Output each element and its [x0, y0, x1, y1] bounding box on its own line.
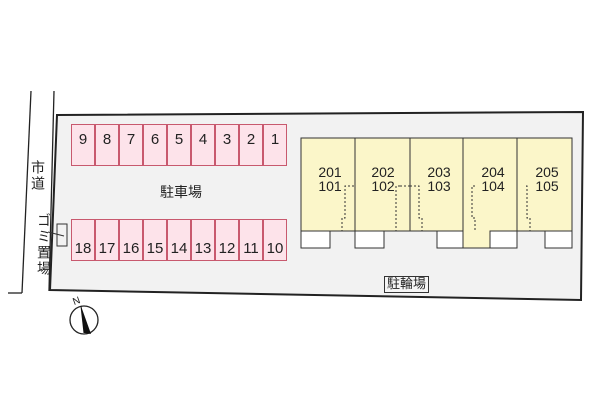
road-edge-line — [21, 90, 32, 294]
unit-205-105: 205 105 — [522, 165, 572, 193]
parking-space: 2 — [239, 124, 263, 166]
compass-icon — [69, 305, 99, 335]
unit-upper-number: 201 — [318, 164, 342, 180]
unit-lower-number: 101 — [318, 178, 342, 194]
parking-space: 9 — [71, 124, 95, 166]
parking-space: 14 — [167, 219, 191, 261]
garbage-area-label: ゴミ置場 — [35, 213, 51, 277]
parking-label: 駐車場 — [160, 185, 202, 201]
parking-space: 13 — [191, 219, 215, 261]
unit-202-102: 202 102 — [358, 165, 408, 193]
parking-space: 15 — [143, 219, 167, 261]
unit-lower-number: 102 — [371, 178, 395, 194]
parking-space: 5 — [167, 124, 191, 166]
unit-201-101: 201 101 — [305, 165, 355, 193]
unit-upper-number: 203 — [427, 164, 451, 180]
parking-space: 6 — [143, 124, 167, 166]
parking-space: 18 — [71, 219, 95, 261]
unit-lower-number: 105 — [535, 178, 559, 194]
bicycle-parking-label: 駐輪場 — [384, 276, 430, 293]
parking-space: 1 — [263, 124, 287, 166]
parking-space: 7 — [119, 124, 143, 166]
unit-lower-number: 104 — [481, 178, 505, 194]
parking-space: 10 — [263, 219, 287, 261]
unit-lower-number: 103 — [427, 178, 451, 194]
parking-space: 11 — [239, 219, 263, 261]
parking-space: 8 — [95, 124, 119, 166]
parking-space: 12 — [215, 219, 239, 261]
parking-space: 4 — [191, 124, 215, 166]
road-label: 市道 — [29, 160, 45, 192]
parking-space: 3 — [215, 124, 239, 166]
unit-upper-number: 205 — [535, 164, 559, 180]
parking-space: 16 — [119, 219, 143, 261]
parking-space: 17 — [95, 219, 119, 261]
unit-upper-number: 204 — [481, 164, 505, 180]
unit-203-103: 203 103 — [414, 165, 464, 193]
unit-upper-number: 202 — [371, 164, 395, 180]
unit-204-104: 204 104 — [468, 165, 518, 193]
road-edge-line — [48, 90, 55, 292]
